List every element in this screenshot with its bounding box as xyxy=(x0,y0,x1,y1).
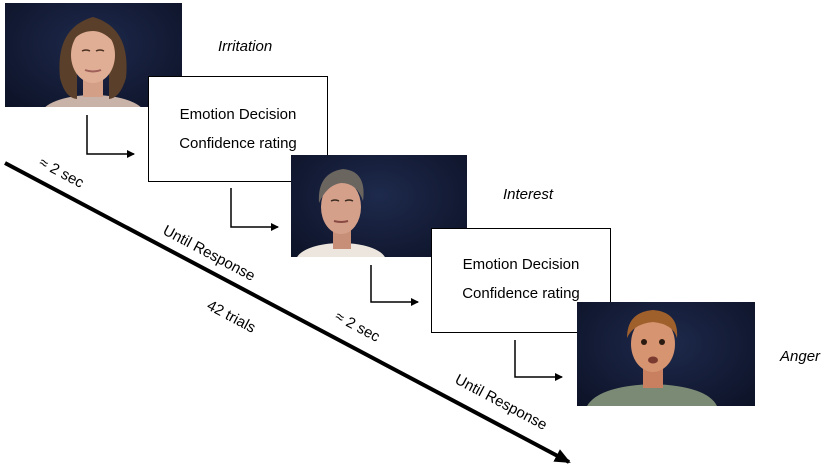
duration-label-1: ≈ 2 sec xyxy=(36,154,87,192)
connector-arrow-4 xyxy=(514,340,563,381)
emotion-decision-text: Emotion Decision xyxy=(462,256,580,273)
emotion-label-irritation: Irritation xyxy=(218,38,273,55)
emotion-decision-text: Emotion Decision xyxy=(179,106,297,123)
duration-label-2: ≈ 2 sec xyxy=(332,308,383,346)
until-response-label-1: Until Response xyxy=(160,222,258,285)
face-woman-1-illustration xyxy=(45,17,141,107)
stimulus-photo-anger xyxy=(577,302,755,406)
connector-arrow-1 xyxy=(86,115,135,158)
emotion-label-interest: Interest xyxy=(503,186,554,203)
connector-arrow-3 xyxy=(370,265,419,306)
until-response-label-2: Until Response xyxy=(452,371,550,434)
confidence-rating-text: Confidence rating xyxy=(462,285,580,302)
connector-arrow-2 xyxy=(230,188,279,231)
face-man-illustration xyxy=(587,310,717,406)
emotion-label-anger: Anger xyxy=(780,348,821,365)
trial-count-label: 42 trials xyxy=(204,297,259,337)
confidence-rating-text: Confidence rating xyxy=(179,135,297,152)
stimulus-photo-irritation xyxy=(5,3,182,107)
